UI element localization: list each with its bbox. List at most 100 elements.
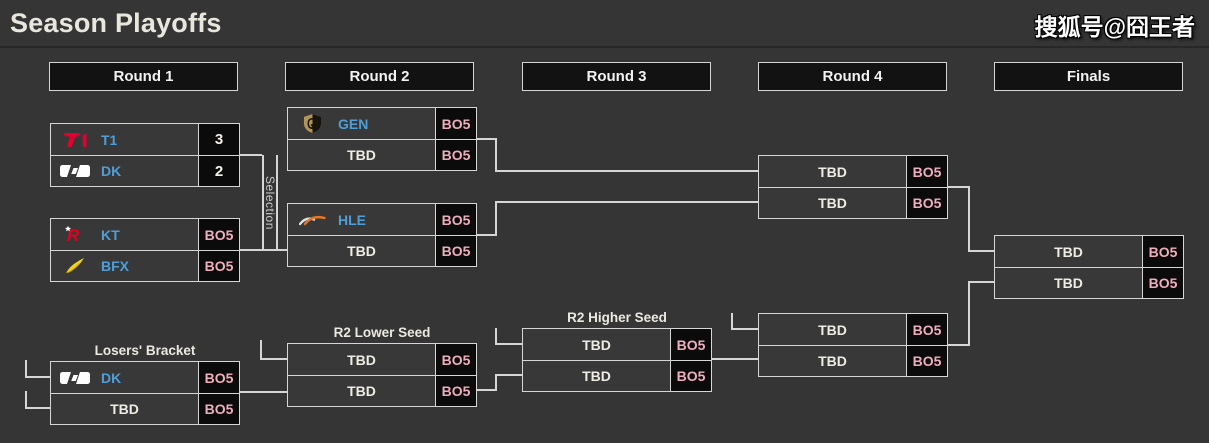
page-title: Season Playoffs (10, 8, 222, 38)
team-name: T1 (101, 131, 118, 148)
connector-line (25, 407, 50, 409)
score-cell: 2 (198, 156, 239, 186)
connector-line (240, 249, 287, 251)
connector-line (240, 391, 287, 393)
connector-line (495, 374, 522, 376)
team-row-tbd[interactable]: TBD BO5 (995, 236, 1183, 267)
round-header-finals: Finals (994, 62, 1183, 91)
match-r2-higher-seed[interactable]: TBD BO5 TBD BO5 (522, 328, 712, 392)
team-row-tbd[interactable]: TBD BO5 (288, 139, 476, 170)
score-cell: BO5 (670, 361, 711, 391)
match-r2-lower-seed[interactable]: TBD BO5 TBD BO5 (287, 343, 477, 407)
score-cell: BO5 (198, 362, 239, 393)
score-cell: BO5 (435, 108, 476, 139)
match-r1-kt-bfx[interactable]: R KT BO5 BFX BO5 (50, 218, 240, 282)
team-name: GEN (338, 115, 369, 132)
team-name: TBD (582, 336, 611, 353)
team-name: TBD (1054, 275, 1083, 291)
connector-line (477, 138, 497, 140)
connector-line (495, 374, 497, 391)
team-name: TBD (818, 195, 847, 211)
connector-line (495, 201, 758, 203)
match-r1-t1-dk[interactable]: T1 3 DK 2 (50, 123, 240, 187)
team-name: TBD (347, 383, 376, 399)
t1-logo (59, 132, 91, 148)
hle-logo (296, 213, 328, 227)
team-row-kt[interactable]: R KT BO5 (51, 219, 239, 250)
team-name: TBD (110, 401, 139, 417)
match-losers-dk-tbd[interactable]: DK BO5 TBD BO5 (50, 361, 240, 425)
connector-line (948, 186, 970, 188)
selection-box: Selection (262, 155, 278, 250)
connector-line (25, 391, 27, 409)
connector-line (25, 376, 50, 378)
score-cell: BO5 (198, 251, 239, 281)
connector-line (968, 281, 970, 346)
team-row-dk[interactable]: DK BO5 (51, 362, 239, 393)
team-row-tbd[interactable]: TBD BO5 (759, 156, 947, 187)
match-r2-gen[interactable]: GEN BO5 TBD BO5 (287, 107, 477, 171)
connector-line (968, 250, 994, 252)
r2-higher-seed-label: R2 Higher Seed (567, 310, 667, 325)
score-cell: BO5 (906, 314, 947, 345)
team-row-bfx[interactable]: BFX BO5 (51, 250, 239, 281)
connector-line (495, 343, 522, 345)
team-row-tbd[interactable]: TBD BO5 (523, 329, 711, 360)
team-name: KT (101, 226, 120, 243)
connector-line (968, 281, 994, 283)
team-row-tbd[interactable]: TBD BO5 (759, 345, 947, 376)
team-row-gen[interactable]: GEN BO5 (288, 108, 476, 139)
svg-text:R: R (67, 226, 80, 243)
connector-line (948, 344, 970, 346)
score-cell: BO5 (670, 329, 711, 360)
round-header-3: Round 3 (522, 62, 711, 91)
title-divider (0, 46, 1209, 48)
score-cell: BO5 (906, 346, 947, 376)
team-row-tbd[interactable]: TBD BO5 (288, 344, 476, 375)
score-cell: BO5 (1142, 268, 1183, 298)
team-row-tbd[interactable]: TBD BO5 (759, 187, 947, 218)
score-cell: BO5 (435, 236, 476, 266)
bfx-logo (59, 258, 91, 274)
match-r2-hle[interactable]: HLE BO5 TBD BO5 (287, 203, 477, 267)
score-cell: BO5 (435, 204, 476, 235)
score-cell: BO5 (435, 344, 476, 375)
connector-line (731, 328, 758, 330)
team-row-t1[interactable]: T1 3 (51, 124, 239, 155)
team-name: TBD (582, 368, 611, 384)
watermark-text: 搜狐号@囧王者 (1034, 14, 1195, 40)
team-row-tbd[interactable]: TBD BO5 (288, 375, 476, 406)
connector-line (495, 138, 497, 172)
connector-line (968, 186, 970, 252)
round-header-4: Round 4 (758, 62, 947, 91)
connector-line (25, 360, 27, 378)
connector-line (495, 170, 758, 172)
dk-logo (59, 164, 91, 178)
team-row-tbd[interactable]: TBD BO5 (288, 235, 476, 266)
match-r4-bottom[interactable]: TBD BO5 TBD BO5 (758, 313, 948, 377)
team-name: TBD (818, 321, 847, 338)
connector-line (495, 328, 497, 345)
team-row-tbd[interactable]: TBD BO5 (759, 314, 947, 345)
connector-line (477, 389, 497, 391)
team-name: TBD (1054, 243, 1083, 260)
connector-line (712, 358, 758, 360)
team-row-dk[interactable]: DK 2 (51, 155, 239, 186)
match-r4-top[interactable]: TBD BO5 TBD BO5 (758, 155, 948, 219)
team-row-tbd[interactable]: TBD BO5 (523, 360, 711, 391)
match-finals[interactable]: TBD BO5 TBD BO5 (994, 235, 1184, 299)
team-row-tbd[interactable]: TBD BO5 (995, 267, 1183, 298)
team-row-tbd[interactable]: TBD BO5 (51, 393, 239, 424)
team-name: DK (101, 369, 122, 386)
score-cell: BO5 (435, 376, 476, 406)
connector-line (260, 340, 262, 360)
connector-line (260, 358, 287, 360)
kt-logo: R (59, 226, 91, 243)
connector-line (240, 154, 262, 156)
score-cell: BO5 (906, 188, 947, 218)
team-row-hle[interactable]: HLE BO5 (288, 204, 476, 235)
score-cell: BO5 (198, 394, 239, 424)
team-name: TBD (347, 351, 376, 368)
connector-line (495, 202, 497, 236)
